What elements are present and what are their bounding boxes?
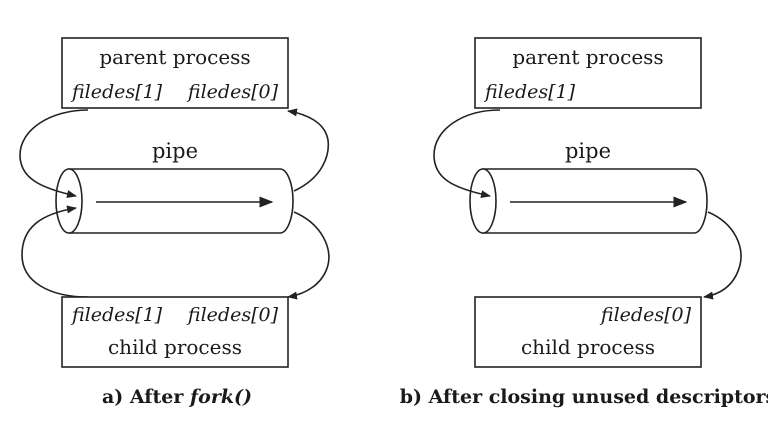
parent-process-box: parent process filedes[1] filedes[0]: [61, 37, 289, 109]
parent-read-connector: [287, 108, 330, 192]
caption-a-prefix: a) After: [102, 386, 190, 408]
parent-filedes-write-label-b: filedes[1]: [483, 81, 576, 103]
parent-process-title-b: parent process: [512, 45, 663, 69]
caption-b: b) After closing unused descriptors: [400, 386, 768, 408]
panel-a: parent process filedes[1] filedes[0] pip…: [19, 37, 330, 408]
child-process-title: child process: [108, 335, 242, 359]
child-filedes-read-label-b: filedes[0]: [599, 304, 692, 326]
pipe-label: pipe: [152, 139, 198, 163]
caption-a: a) After fork(): [102, 386, 252, 408]
pipe-write-end: [55, 168, 83, 234]
parent-filedes-read-label: filedes[0]: [186, 81, 279, 103]
parent-process-title: parent process: [99, 45, 250, 69]
pipe-cylinder: pipe: [55, 139, 294, 234]
child-process-box-b: filedes[0] child process: [474, 296, 702, 368]
child-filedes-read-label: filedes[0]: [186, 304, 279, 326]
child-read-connector: [287, 211, 330, 300]
parent-filedes-write-label: filedes[1]: [70, 81, 163, 103]
child-read-connector-b: [703, 211, 742, 300]
pipe-cylinder-b: pipe: [469, 139, 708, 234]
parent-process-box-b: parent process filedes[1]: [474, 37, 702, 109]
parent-write-connector: [19, 109, 89, 198]
parent-write-connector-b: [433, 109, 501, 199]
panel-b: parent process filedes[1] pipe filedes[0…: [400, 37, 768, 408]
pipe-write-end-b: [469, 168, 497, 234]
child-process-title-b: child process: [521, 335, 655, 359]
pipe-label-b: pipe: [565, 139, 611, 163]
child-write-connector: [21, 205, 89, 298]
caption-a-fork: fork(): [188, 386, 252, 408]
child-filedes-write-label: filedes[1]: [70, 304, 163, 326]
child-process-box: filedes[1] filedes[0] child process: [61, 296, 289, 368]
